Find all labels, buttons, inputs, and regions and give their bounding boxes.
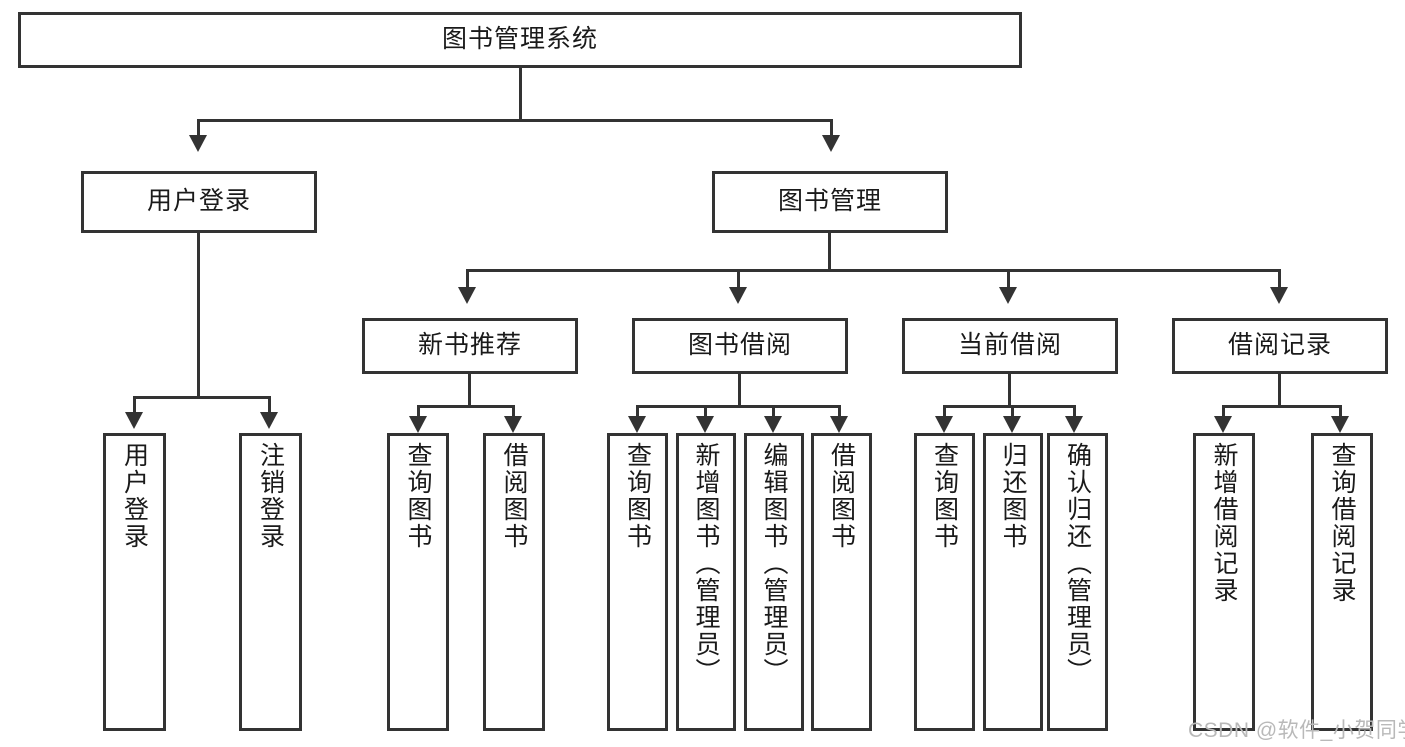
node-label: 编辑图书（管理员）: [760, 442, 788, 685]
node-label: 借阅记录: [1227, 331, 1332, 360]
leaf-user-login-logout[interactable]: 注销登录: [239, 433, 302, 731]
arrowhead-to-user-login: [189, 135, 207, 152]
connector-new-book-stem: [468, 374, 471, 405]
leaf-new-book-borrow[interactable]: 借阅图书: [483, 433, 545, 731]
arrowhead-new-book-leaf-2: [504, 416, 522, 433]
arrowhead-book-borrow-leaf-2: [696, 416, 714, 433]
leaf-borrow-record-add[interactable]: 新增借阅记录: [1193, 433, 1255, 731]
connector-book-borrow-drop-1: [636, 405, 639, 418]
node-current-borrow[interactable]: 当前借阅: [902, 318, 1118, 374]
node-label: 查询图书: [404, 442, 432, 550]
node-label: 当前借阅: [957, 331, 1062, 360]
connector-borrow-record-bus: [1222, 405, 1342, 408]
arrowhead-new-book-leaf-1: [409, 416, 427, 433]
leaf-current-borrow-return[interactable]: 归还图书: [983, 433, 1043, 731]
arrowhead-to-new-book: [458, 287, 476, 304]
connector-book-borrow-stem: [738, 374, 741, 405]
node-label: 用户登录: [120, 442, 149, 550]
connector-borrow-record-drop-1: [1222, 405, 1225, 418]
node-new-book-recommend[interactable]: 新书推荐: [362, 318, 578, 374]
node-label: 确认归还（管理员）: [1063, 442, 1092, 685]
leaf-current-borrow-confirm[interactable]: 确认归还（管理员）: [1047, 433, 1108, 731]
arrowhead-user-login-leaf-1: [125, 412, 143, 429]
node-root-system[interactable]: 图书管理系统: [18, 12, 1022, 68]
node-label: 借阅图书: [827, 442, 856, 550]
arrowhead-user-login-leaf-2: [260, 412, 278, 429]
node-label: 图书管理: [777, 187, 882, 216]
arrowhead-borrow-record-leaf-1: [1214, 416, 1232, 433]
connector-current-borrow-stem: [1008, 374, 1011, 405]
connector-level3-drop-4: [1278, 269, 1281, 289]
connector-root-stem: [519, 68, 522, 119]
leaf-book-borrow-edit[interactable]: 编辑图书（管理员）: [744, 433, 804, 731]
node-book-borrow[interactable]: 图书借阅: [632, 318, 848, 374]
connector-root-branch-left: [197, 119, 200, 137]
connector-new-book-drop-1: [417, 405, 420, 418]
node-book-management[interactable]: 图书管理: [712, 171, 948, 233]
leaf-book-borrow-query[interactable]: 查询图书: [607, 433, 668, 731]
node-label: 查询图书: [623, 442, 652, 550]
connector-root-bus: [197, 119, 833, 122]
node-borrow-record[interactable]: 借阅记录: [1172, 318, 1388, 374]
node-label: 查询图书: [930, 442, 959, 550]
connector-user-login-stem: [197, 233, 200, 396]
connector-new-book-bus: [417, 405, 515, 408]
arrowhead-to-current-borrow: [999, 287, 1017, 304]
leaf-borrow-record-query[interactable]: 查询借阅记录: [1311, 433, 1373, 731]
connector-new-book-drop-2: [512, 405, 515, 418]
connector-level3-drop-3: [1007, 269, 1010, 289]
connector-borrow-record-stem: [1278, 374, 1281, 405]
connector-root-branch-right: [830, 119, 833, 137]
arrowhead-current-borrow-leaf-3: [1065, 416, 1083, 433]
connector-level3-drop-2: [737, 269, 740, 289]
leaf-book-borrow-add[interactable]: 新增图书（管理员）: [676, 433, 736, 731]
node-label: 借阅图书: [500, 442, 528, 550]
arrowhead-current-borrow-leaf-2: [1003, 416, 1021, 433]
arrowhead-borrow-record-leaf-2: [1331, 416, 1349, 433]
connector-book-borrow-drop-3: [772, 405, 775, 418]
leaf-book-borrow-lend[interactable]: 借阅图书: [811, 433, 872, 731]
node-label: 注销登录: [256, 442, 285, 550]
arrowhead-to-book-borrow: [729, 287, 747, 304]
node-label: 归还图书: [999, 442, 1027, 550]
leaf-user-login-login[interactable]: 用户登录: [103, 433, 166, 731]
node-label: 新增图书（管理员）: [692, 442, 720, 685]
connector-book-manage-stem: [828, 233, 831, 269]
connector-user-login-bus: [133, 396, 271, 399]
node-label: 查询借阅记录: [1328, 442, 1356, 604]
arrowhead-book-borrow-leaf-4: [830, 416, 848, 433]
node-user-login[interactable]: 用户登录: [81, 171, 317, 233]
arrowhead-current-borrow-leaf-1: [935, 416, 953, 433]
arrowhead-book-borrow-leaf-3: [764, 416, 782, 433]
connector-level3-drop-1: [466, 269, 469, 289]
connector-borrow-record-drop-2: [1339, 405, 1342, 418]
connector-current-borrow-drop-1: [943, 405, 946, 418]
connector-book-borrow-drop-2: [704, 405, 707, 418]
arrowhead-to-borrow-record: [1270, 287, 1288, 304]
connector-user-login-drop-1: [133, 396, 136, 414]
connector-book-manage-bus: [466, 269, 1281, 272]
connector-book-borrow-drop-4: [838, 405, 841, 418]
arrowhead-to-book-manage: [822, 135, 840, 152]
arrowhead-book-borrow-leaf-1: [628, 416, 646, 433]
leaf-current-borrow-query[interactable]: 查询图书: [914, 433, 975, 731]
connector-current-borrow-bus: [943, 405, 1076, 408]
node-label: 图书借阅: [687, 331, 792, 360]
connector-book-borrow-bus: [636, 405, 841, 408]
leaf-new-book-query[interactable]: 查询图书: [387, 433, 449, 731]
node-label: 用户登录: [146, 187, 251, 216]
connector-current-borrow-drop-3: [1073, 405, 1076, 418]
node-label: 新增借阅记录: [1210, 442, 1238, 604]
connector-user-login-drop-2: [268, 396, 271, 414]
node-label: 图书管理系统: [441, 25, 598, 54]
connector-current-borrow-drop-2: [1011, 405, 1014, 418]
node-label: 新书推荐: [417, 331, 522, 360]
